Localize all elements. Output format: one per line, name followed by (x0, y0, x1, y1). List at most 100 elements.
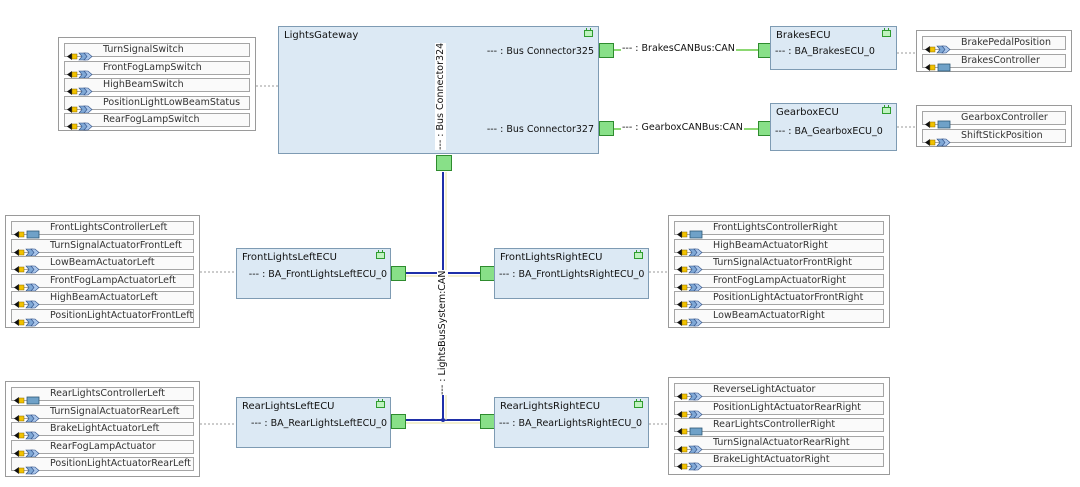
component-row[interactable]: PositionLightActuatorRearLeft (11, 457, 194, 475)
component-row[interactable]: HighBeamSwitch (64, 78, 250, 96)
component-label: FrontLightsControllerLeft (50, 222, 168, 233)
port-connector324[interactable] (436, 155, 452, 171)
component-row[interactable]: TurnSignalActuatorFrontRight (674, 256, 884, 274)
gearbox-ecu-title: GearboxECU (776, 107, 839, 118)
lights-bus-system-label: --- : LightsBusSystem:CAN (437, 270, 448, 395)
component-row[interactable]: ShiftStickPosition (922, 128, 1066, 146)
component-row[interactable]: PositionLightLowBeamStatus (64, 95, 250, 113)
component-label: RearFogLampActuator (50, 440, 156, 452)
rear-lights-right-ecu-title: RearLightsRightECU (500, 401, 601, 412)
port-connector327[interactable] (599, 121, 614, 136)
component-label: TurnSignalActuatorRearLeft (50, 405, 180, 417)
function-component-icon (925, 132, 951, 146)
gearbox-can-bus-label: --- : GearboxCANBus:CAN (621, 122, 744, 133)
controller-component-icon (14, 390, 40, 405)
rear-lights-left-ecu-node[interactable]: RearLightsLeftECU --- : BA_RearLightsLef… (236, 397, 391, 448)
component-label: BrakePedalPosition (961, 37, 1051, 48)
port-rear-lights-left[interactable] (391, 414, 406, 429)
component-row[interactable]: LowBeamActuatorLeft (11, 256, 194, 274)
component-label: TurnSignalActuatorFrontLeft (50, 239, 182, 251)
front-lights-left-ecu-port-label: --- : BA_FrontLightsLeftECU_0 (248, 269, 387, 280)
port-front-lights-right[interactable] (480, 266, 495, 281)
component-row[interactable]: LowBeamActuatorRight (674, 308, 884, 326)
component-label: FrontLightsControllerRight (713, 222, 838, 233)
component-row[interactable]: FrontLightsControllerRight (674, 221, 884, 239)
brakes-ecu-title: BrakesECU (776, 30, 831, 41)
node-chip-icon (634, 250, 643, 259)
component-row[interactable]: FrontLightsControllerLeft (11, 221, 194, 239)
function-component-icon (677, 456, 703, 471)
port-connector325[interactable] (599, 43, 614, 58)
component-label: RearLightsControllerLeft (50, 388, 166, 399)
bus-connector324-label: --- : Bus Connector324 (435, 42, 446, 150)
node-chip-icon (882, 28, 891, 37)
gearbox-ecu-node[interactable]: GearboxECU --- : BA_GearboxECU_0 (770, 103, 897, 151)
component-row[interactable]: FrontFogLampActuatorLeft (11, 273, 194, 291)
controller-component-icon (925, 57, 951, 71)
component-label: PositionLightActuatorFrontLeft (50, 309, 194, 321)
function-component-icon (677, 404, 703, 418)
rear-lights-right-ecu-node[interactable]: RearLightsRightECU --- : BA_RearLightsRi… (494, 397, 649, 448)
component-row[interactable]: PositionLightActuatorRearRight (674, 400, 884, 418)
component-row[interactable]: HighBeamActuatorLeft (11, 291, 194, 309)
component-row[interactable]: RearFogLampSwitch (64, 113, 250, 131)
front-lights-right-ecu-node[interactable]: FrontLightsRightECU --- : BA_FrontLights… (494, 248, 649, 299)
component-row[interactable]: TurnSignalActuatorFrontLeft (11, 238, 194, 256)
component-row[interactable]: ReverseLightActuator (674, 383, 884, 401)
component-label: HighBeamSwitch (103, 79, 184, 90)
component-row[interactable]: BrakeLightActuatorRight (674, 453, 884, 471)
component-row[interactable]: PositionLightActuatorFrontRight (674, 291, 884, 309)
component-row[interactable]: GearboxController (922, 111, 1066, 129)
function-component-icon (67, 81, 93, 96)
node-chip-icon (584, 28, 593, 37)
node-chip-icon (882, 105, 891, 114)
component-label: BrakesController (961, 54, 1040, 66)
function-component-icon (677, 386, 703, 401)
component-row[interactable]: TurnSignalSwitch (64, 43, 250, 61)
component-row[interactable]: BrakeLightActuatorLeft (11, 422, 194, 440)
component-label: ShiftStickPosition (961, 129, 1043, 141)
brakes-ecu-port-label: --- : BA_BrakesECU_0 (775, 46, 875, 57)
rear-lights-left-ecu-port-label: --- : BA_RearLightsLeftECU_0 (251, 418, 387, 429)
brakes-ecu-node[interactable]: BrakesECU --- : BA_BrakesECU_0 (770, 26, 897, 70)
rear-lights-right-ecu-port-label: --- : BA_RearLightsRightECU_0 (499, 418, 643, 429)
bus-connector327-label: --- : Bus Connector327 (486, 124, 594, 135)
function-component-icon (14, 259, 40, 274)
component-row[interactable]: RearFogLampActuator (11, 439, 194, 457)
component-row[interactable]: PositionLightActuatorFrontLeft (11, 308, 194, 326)
front-lights-left-ecu-node[interactable]: FrontLightsLeftECU --- : BA_FrontLightsL… (236, 248, 391, 299)
rear-lights-left-ecu-title: RearLightsLeftECU (242, 401, 335, 412)
node-chip-icon (376, 250, 385, 259)
brakes-can-bus-label: --- : BrakesCANBus:CAN (621, 43, 736, 54)
gearbox-ecu-port-label: --- : BA_GearboxECU_0 (775, 126, 883, 137)
port-front-lights-left[interactable] (391, 266, 406, 281)
component-row[interactable]: FrontFogLampActuatorRight (674, 273, 884, 291)
function-component-icon (67, 116, 93, 131)
function-component-icon (67, 64, 93, 78)
function-component-icon (925, 39, 951, 54)
function-component-icon (67, 46, 93, 61)
component-label: LowBeamActuatorRight (713, 309, 825, 321)
bus-connector325-label: --- : Bus Connector325 (486, 46, 594, 57)
component-label: TurnSignalActuatorFrontRight (713, 257, 852, 268)
component-row[interactable]: BrakesController (922, 53, 1066, 71)
component-row[interactable]: TurnSignalActuatorRearLeft (11, 404, 194, 422)
component-label: TurnSignalSwitch (103, 44, 184, 55)
component-row[interactable]: RearLightsControllerRight (674, 418, 884, 436)
component-row[interactable]: BrakePedalPosition (922, 36, 1066, 54)
component-row[interactable]: TurnSignalActuatorRearRight (674, 435, 884, 453)
function-component-icon (14, 294, 40, 309)
component-row[interactable]: FrontFogLampSwitch (64, 60, 250, 78)
function-component-icon (677, 294, 703, 309)
component-row[interactable]: RearLightsControllerLeft (11, 387, 194, 405)
lights-gateway-title: LightsGateway (284, 30, 359, 41)
port-rear-lights-right[interactable] (480, 414, 495, 429)
controller-component-icon (925, 114, 951, 129)
controller-component-icon (677, 224, 703, 239)
component-row[interactable]: HighBeamActuatorRight (674, 238, 884, 256)
